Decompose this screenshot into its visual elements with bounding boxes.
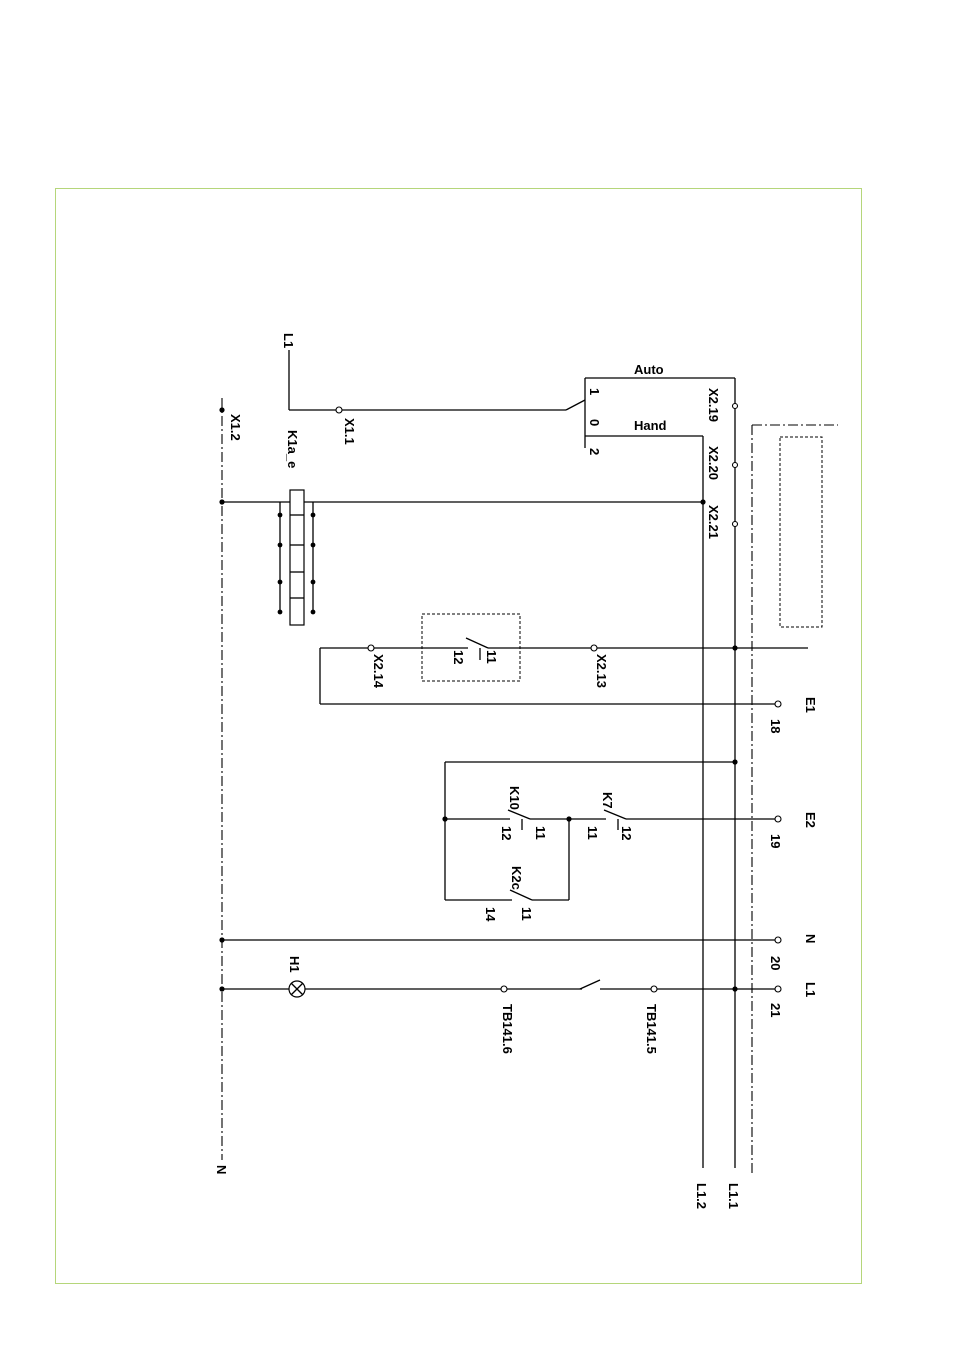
label-x12: X1.2 <box>228 414 243 441</box>
label-n-bottom: N <box>214 1165 229 1174</box>
label-k10: K10 <box>507 786 522 810</box>
junction-dots <box>219 407 738 992</box>
label-h1: H1 <box>287 956 302 973</box>
label-k7-12: 12 <box>619 826 634 840</box>
label-l11: L1.1 <box>726 1183 741 1209</box>
external-device-box <box>779 436 823 628</box>
k1ae-coil-stack <box>289 489 305 626</box>
label-terminal-19: 19 <box>768 834 783 848</box>
label-tb1416: TB141.6 <box>500 1004 515 1054</box>
k7-blade <box>603 809 627 820</box>
label-k2c-11: 11 <box>519 907 534 921</box>
label-k10-11: 11 <box>533 826 548 840</box>
label-auto: Auto <box>634 362 664 377</box>
label-e2: E2 <box>803 812 818 828</box>
label-switch-pos1: 1 <box>587 388 602 395</box>
label-x213: X2.13 <box>594 654 609 688</box>
label-x221: X2.21 <box>706 505 721 539</box>
label-k7: K7 <box>600 792 615 809</box>
label-l1-top: L1 <box>281 333 296 348</box>
label-x11: X1.1 <box>342 418 357 445</box>
label-contact-11: 11 <box>484 650 499 664</box>
label-hand: Hand <box>634 418 667 433</box>
label-switch-pos0: 0 <box>587 419 602 426</box>
diagram-frame <box>55 188 862 1284</box>
label-tb1415: TB141.5 <box>644 1004 659 1054</box>
label-n-right: N <box>803 934 818 943</box>
label-k7-11: 11 <box>585 826 600 840</box>
label-k1ae: K1a_e <box>285 430 300 468</box>
label-terminal-18: 18 <box>768 719 783 733</box>
k10-blade <box>507 809 531 820</box>
selector-switch-blade <box>565 399 586 411</box>
label-terminal-21: 21 <box>768 1003 783 1017</box>
label-l1-right: L1 <box>803 982 818 997</box>
label-x219: X2.19 <box>706 388 721 422</box>
label-l12: L1.2 <box>694 1183 709 1209</box>
label-k10-12: 12 <box>499 826 514 840</box>
contact-blade <box>465 637 489 649</box>
label-k2c-14: 14 <box>483 907 498 922</box>
label-e1: E1 <box>803 697 818 713</box>
label-k2c: K2c <box>509 866 524 890</box>
label-x214: X2.14 <box>371 654 386 689</box>
tb-switch-blade <box>579 979 601 990</box>
k2c-blade <box>509 889 533 901</box>
terminals <box>335 402 782 993</box>
label-contact-12: 12 <box>451 650 466 664</box>
label-terminal-20: 20 <box>768 956 783 970</box>
label-switch-pos2: 2 <box>587 448 602 455</box>
label-x220: X2.20 <box>706 446 721 480</box>
h1-lamp-cross-2 <box>290 982 304 996</box>
